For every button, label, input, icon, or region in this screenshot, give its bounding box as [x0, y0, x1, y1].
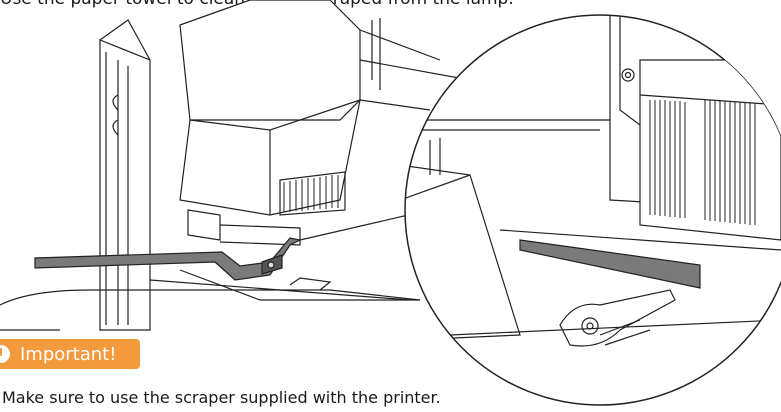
note-text: Make sure to use the scraper supplied wi…	[2, 388, 441, 407]
back-frame	[359, 18, 471, 111]
zoom-detail-circle	[404, 14, 781, 406]
printer-base	[0, 269, 421, 331]
printer-frame-left	[99, 19, 151, 331]
important-exclamation-icon	[0, 345, 10, 363]
important-label: Important!	[20, 343, 117, 365]
scraper	[34, 237, 302, 281]
important-callout: Important!	[0, 339, 140, 369]
lamp-housing	[179, 0, 361, 246]
